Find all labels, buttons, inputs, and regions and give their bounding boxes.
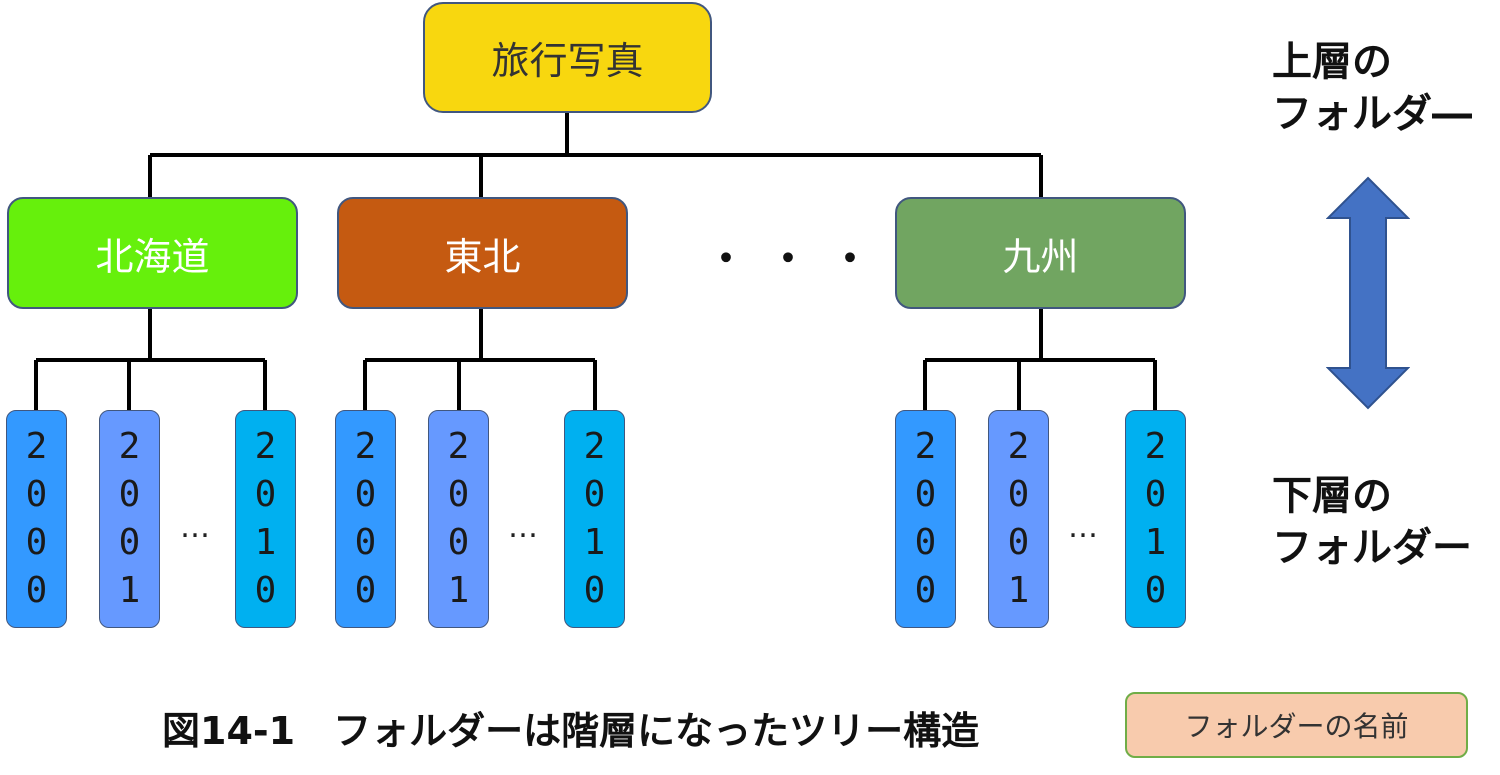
region-folder-kyushu: 九州 (895, 197, 1186, 309)
legend-folder-name: フォルダーの名前 (1125, 692, 1468, 758)
year-digit: 0 (25, 522, 48, 563)
year-digit: 0 (118, 522, 141, 563)
year-digit: 0 (25, 570, 48, 611)
year-digit: 2 (914, 426, 937, 467)
upper-level-line1: 上層の (1272, 39, 1392, 85)
year-digit: 2 (25, 426, 48, 467)
year-digit: 0 (1144, 570, 1167, 611)
year-digit: 0 (583, 570, 606, 611)
upper-level-label: 上層の フォルダ― (1272, 36, 1472, 140)
year-digit: 2 (1144, 426, 1167, 467)
region-folder-hokkaido: 北海道 (7, 197, 298, 309)
figure-caption-text: フォルダーは階層になったツリー構造 (333, 709, 980, 753)
year-digit: 0 (254, 474, 277, 515)
upper-level-line2: フォルダ― (1272, 91, 1472, 137)
year-digit: 0 (118, 474, 141, 515)
year-digit: 1 (583, 522, 606, 563)
year-ellipsis: … (1068, 510, 1100, 545)
region-folder-label: 九州 (1002, 234, 1079, 279)
year-digit: 2 (447, 426, 470, 467)
legend-label: フォルダーの名前 (1184, 710, 1409, 743)
up-down-arrow-icon (1326, 176, 1410, 410)
year-digit: 2 (1007, 426, 1030, 467)
year-digit: 0 (354, 570, 377, 611)
year-digit: 2 (254, 426, 277, 467)
lower-level-line2: フォルダー (1272, 525, 1472, 571)
year-digit: 0 (354, 522, 377, 563)
year-digit: 0 (583, 474, 606, 515)
year-digit: 0 (1007, 474, 1030, 515)
year-digit: 1 (1144, 522, 1167, 563)
year-ellipsis: … (508, 510, 540, 545)
region-folder-label: 北海道 (95, 234, 210, 279)
root-folder-label: 旅行写真 (491, 39, 644, 83)
year-digit: 0 (354, 474, 377, 515)
year-digit: 0 (254, 570, 277, 611)
year-digit: 0 (914, 474, 937, 515)
region-folder-tohoku: 東北 (337, 197, 628, 309)
year-digit: 0 (447, 474, 470, 515)
region-ellipsis: ・・・ (706, 236, 892, 282)
year-digit: 1 (1007, 570, 1030, 611)
year-digit: 0 (1144, 474, 1167, 515)
region-folder-label: 東北 (444, 234, 521, 279)
year-digit: 1 (118, 570, 141, 611)
year-digit: 2 (354, 426, 377, 467)
year-digit: 0 (914, 522, 937, 563)
year-digit: 0 (1007, 522, 1030, 563)
figure-caption: 図14-1 フォルダーは階層になったツリー構造 (162, 700, 979, 755)
lower-level-line1: 下層の (1272, 473, 1392, 519)
year-digit: 2 (118, 426, 141, 467)
year-digit: 1 (447, 570, 470, 611)
year-digit: 0 (25, 474, 48, 515)
year-digit: 2 (583, 426, 606, 467)
year-digit: 0 (914, 570, 937, 611)
figure-number: 図14-1 (162, 709, 296, 753)
root-folder: 旅行写真 (423, 2, 712, 113)
year-digit: 0 (447, 522, 470, 563)
year-digit: 1 (254, 522, 277, 563)
lower-level-label: 下層の フォルダー (1272, 470, 1472, 574)
year-ellipsis: … (180, 510, 212, 545)
